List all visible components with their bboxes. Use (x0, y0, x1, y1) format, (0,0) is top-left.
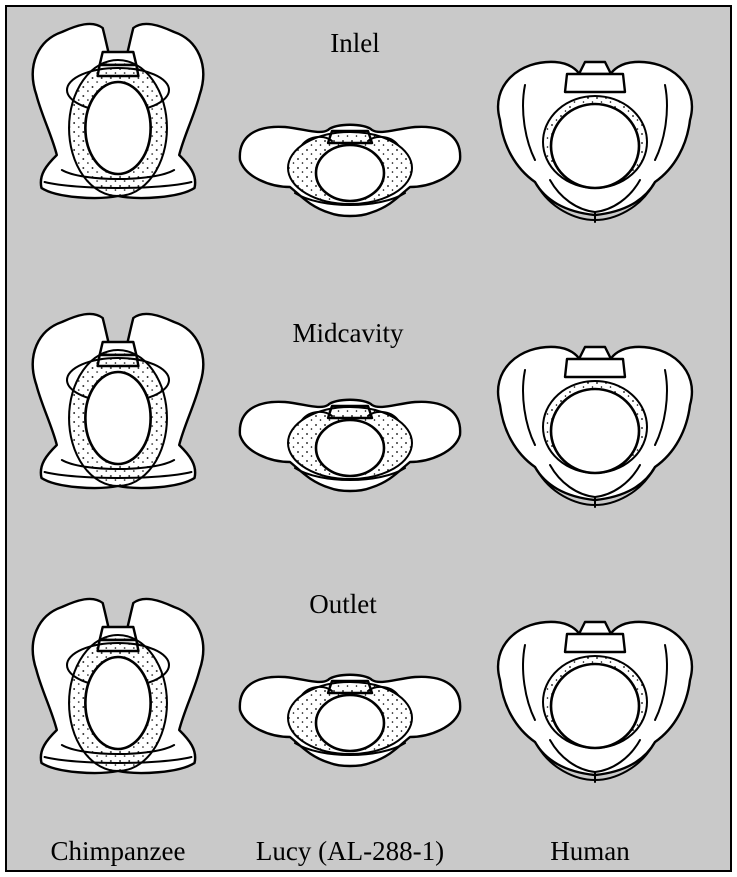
row-label-outlet: Outlet (309, 589, 377, 619)
row-label-midcavity: Midcavity (293, 318, 404, 348)
lucy-pelvis-outlet (240, 675, 460, 766)
human-pelvis-inlet (498, 62, 692, 222)
row-label-inlet: Inlel (330, 28, 379, 58)
human-pelvis-midcavity (498, 347, 692, 507)
chimpanzee-pelvis-inlet (33, 24, 203, 198)
human-pelvis-outlet (498, 622, 692, 782)
lucy-pelvis-midcavity (240, 400, 460, 491)
chimpanzee-pelvis-outlet (33, 599, 203, 773)
chimpanzee-pelvis-midcavity (33, 314, 203, 488)
column-label-lucy: Lucy (AL-288-1) (256, 836, 444, 866)
lucy-pelvis-inlet (240, 125, 460, 216)
column-label-chimpanzee: Chimpanzee (51, 836, 186, 866)
column-label-human: Human (550, 836, 630, 866)
